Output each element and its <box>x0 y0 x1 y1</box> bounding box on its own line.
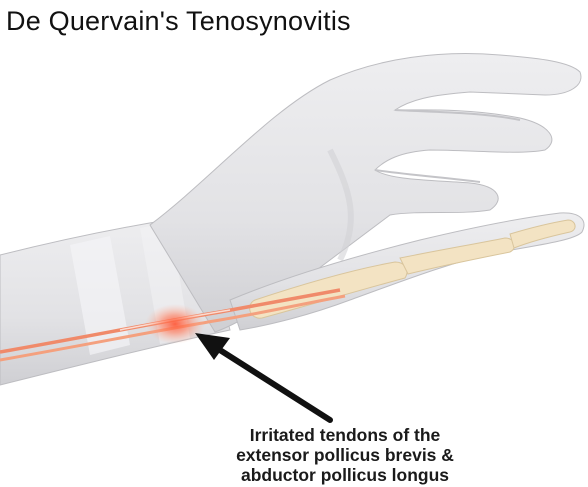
inflammation-area <box>145 304 205 344</box>
annotation-label: Irritated tendons of the extensor pollic… <box>180 425 510 485</box>
pointer-arrow-line <box>212 345 330 420</box>
annotation-line-3: abductor pollicus longus <box>180 465 510 485</box>
annotation-line-1: Irritated tendons of the <box>180 425 510 445</box>
annotation-line-2: extensor pollicus brevis & <box>180 445 510 465</box>
